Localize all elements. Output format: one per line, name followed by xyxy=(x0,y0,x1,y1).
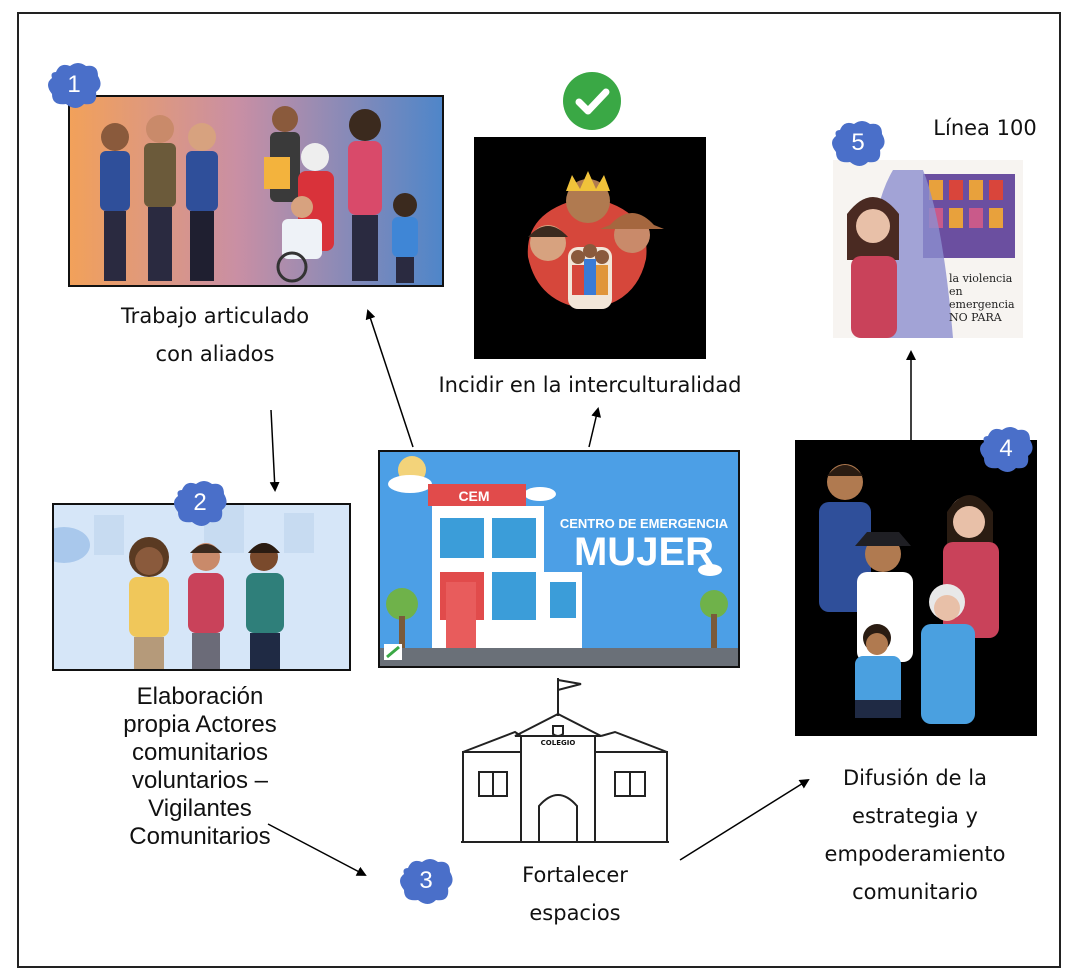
arrow-strengthen-to-diffusion xyxy=(679,778,810,861)
caption-strengthen: Fortalecer espacios xyxy=(522,863,628,925)
caption-intercultural: Incidir en la interculturalidad xyxy=(438,373,742,397)
step-badge-1: 1 xyxy=(46,60,102,110)
allies-illustration xyxy=(68,95,444,287)
cem-sign-line2: MUJER xyxy=(573,530,715,574)
cem-illustration: CEM CENTRO DE EMERGENCIA MUJER xyxy=(378,450,740,668)
step-badge-4: 4 xyxy=(978,424,1034,474)
arrow-volunteers-to-strengthen xyxy=(267,823,367,876)
diagram-frame xyxy=(17,12,1061,968)
caption-allies: Trabajo articulado con aliados xyxy=(120,304,310,366)
cem-sign-small: CEM xyxy=(458,488,490,504)
caption-diffusion: Difusión de la estrategia y empoderamien… xyxy=(824,766,1006,904)
arrow-cem-to-allies xyxy=(365,309,414,448)
caption-hotline: Línea 100 xyxy=(933,116,1037,140)
arrow-allies-to-volunteers xyxy=(269,409,280,492)
poster-text-line: en emergencia xyxy=(949,285,1015,311)
check-circle-icon xyxy=(563,72,621,130)
arrow-cem-to-intercultural xyxy=(588,407,602,448)
step-badge-2: 2 xyxy=(172,478,228,528)
hotline-poster: la violencia en emergencia NO PARA xyxy=(833,160,1023,338)
school-sketch: COLEGIO xyxy=(455,676,673,848)
step-badge-5: 5 xyxy=(830,118,886,168)
community-illustration xyxy=(795,440,1037,736)
intercultural-illustration xyxy=(474,137,706,359)
poster-text-line: NO PARA xyxy=(949,311,1002,324)
cem-sign-line1: CENTRO DE EMERGENCIA xyxy=(559,516,729,531)
volunteers-illustration xyxy=(52,503,351,671)
poster-text-line: la violencia xyxy=(949,272,1013,285)
caption-volunteers: Elaboración propia Actores comunitarios … xyxy=(123,683,277,850)
school-sign: COLEGIO xyxy=(540,739,576,747)
step-badge-3: 3 xyxy=(398,856,454,906)
